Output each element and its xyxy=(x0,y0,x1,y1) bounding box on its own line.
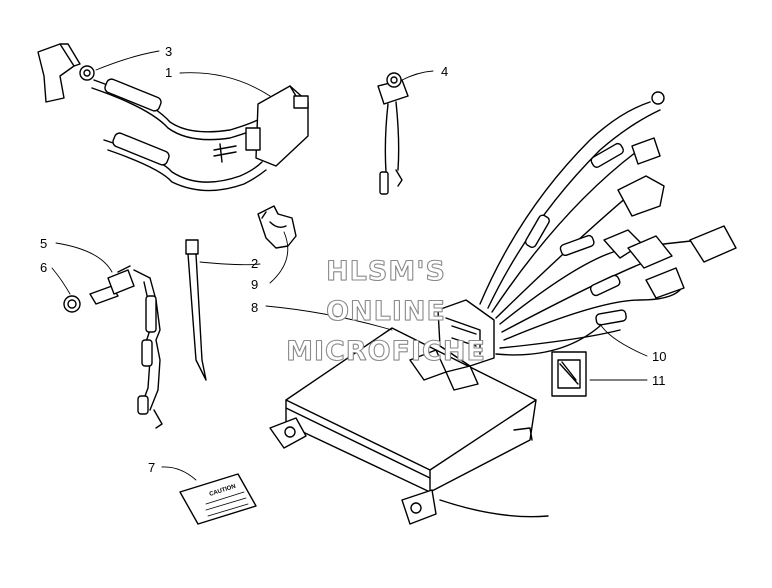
callout-1: 1 xyxy=(165,65,172,80)
ignition-coil-assembly xyxy=(37,43,309,192)
callout-8: 8 xyxy=(251,300,258,315)
callout-9: 9 xyxy=(251,277,258,292)
caution-decal-part-7: CAUTION xyxy=(179,473,257,525)
switch-part-5 xyxy=(89,265,163,429)
callout-6: 6 xyxy=(40,260,47,275)
watermark-line-1: HLSM'S xyxy=(326,256,446,287)
clip-part-9 xyxy=(257,205,297,249)
leader-lines xyxy=(51,50,648,481)
watermark-line-3: MICROFICHE xyxy=(286,336,486,367)
sensor-part-4 xyxy=(377,72,409,195)
callout-labels: 3 1 4 5 6 2 9 8 10 11 7 xyxy=(40,44,666,475)
callout-2: 2 xyxy=(251,256,258,271)
watermark-line-2: ONLINE xyxy=(326,296,446,327)
callout-10: 10 xyxy=(652,349,666,364)
washer-part-6 xyxy=(63,295,81,313)
callout-11: 11 xyxy=(652,373,666,388)
callout-3: 3 xyxy=(165,44,172,59)
callout-5: 5 xyxy=(40,236,47,251)
wiring-harness-part-10 xyxy=(437,91,737,367)
callout-4: 4 xyxy=(441,64,448,79)
control-box-part-8 xyxy=(269,327,549,525)
pad-part-11 xyxy=(551,351,587,397)
watermark: HLSM'S ONLINE MICROFICHE xyxy=(286,255,486,367)
cable-tie-part-2 xyxy=(185,239,207,381)
callout-7: 7 xyxy=(148,460,155,475)
